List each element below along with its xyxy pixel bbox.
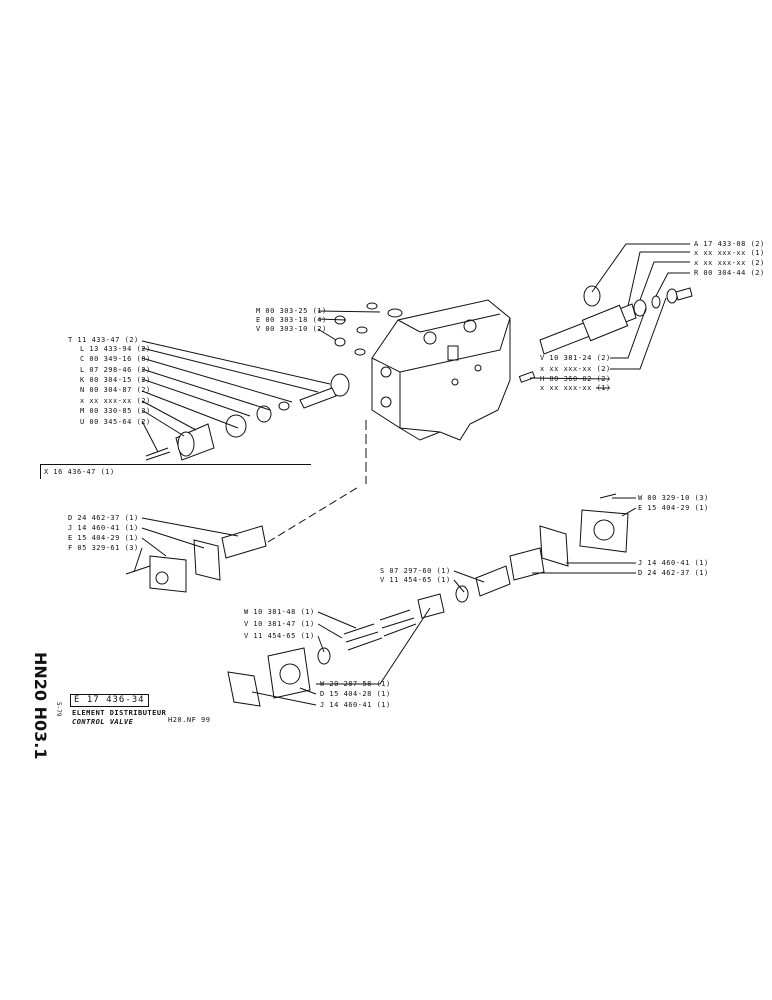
label-left-8: U 00 345-64 (2) bbox=[80, 418, 151, 426]
mid-left-flange bbox=[125, 485, 361, 593]
title-english: CONTROL VALVE bbox=[72, 718, 134, 726]
label-right-mid-0: V 10 381-24 (2) bbox=[540, 354, 611, 362]
label-mid-left-1: J 14 460-41 (1) bbox=[68, 524, 139, 532]
label-top-right-1: x xx xxx-xx (1) bbox=[694, 249, 765, 257]
label-lower-mid-0: W 20 287-58 (1) bbox=[320, 680, 391, 688]
label-mid-right-lower-1: D 24 462-37 (1) bbox=[638, 569, 709, 577]
frame-label: X 16 436-47 (1) bbox=[44, 468, 115, 476]
label-center-1: V 11 454-65 (1) bbox=[380, 576, 451, 584]
label-top-right-2: x xx xxx-xx (2) bbox=[694, 259, 765, 267]
drawing-code: E 17 436-34 bbox=[70, 694, 149, 707]
left-plunger-assembly bbox=[145, 373, 350, 461]
label-left-5: N 00 304-87 (2) bbox=[80, 386, 151, 394]
label-top-mid-1: E 00 303-18 (4) bbox=[256, 316, 327, 324]
label-top-mid-2: V 00 303-10 (2) bbox=[256, 325, 327, 333]
label-mid-right-lower-0: J 14 460-41 (1) bbox=[638, 559, 709, 567]
label-mid-left-2: E 15 404-29 (1) bbox=[68, 534, 139, 542]
side-date-code: 5-79 bbox=[55, 702, 62, 717]
lower-spring-assembly bbox=[227, 593, 445, 707]
label-lower-left-0: W 10 381-48 (1) bbox=[244, 608, 315, 616]
side-code: HN20 H03.1 bbox=[31, 652, 50, 760]
label-lower-mid-1: D 15 404-28 (1) bbox=[320, 690, 391, 698]
title-french: ELEMENT DISTRIBUTEUR bbox=[72, 709, 167, 717]
label-left-6: x xx xxx-xx (2) bbox=[80, 397, 151, 405]
label-right-mid-3: x xx xxx-xx (1) bbox=[540, 384, 611, 392]
leader-lines bbox=[133, 243, 690, 706]
mid-right-parts bbox=[455, 493, 629, 603]
label-left-2: C 00 349-16 (8) bbox=[80, 355, 151, 363]
label-lower-mid-2: J 14 460-41 (1) bbox=[320, 701, 391, 709]
top-seals bbox=[334, 302, 403, 356]
model-reference: H20.NF 99 bbox=[168, 716, 211, 724]
valve-body bbox=[371, 299, 511, 441]
assembly-frame bbox=[40, 464, 311, 479]
label-top-mid-0: M 00 303-25 (1) bbox=[256, 307, 327, 315]
label-lower-left-2: V 11 454-65 (1) bbox=[244, 632, 315, 640]
label-mid-left-3: F 05 329-61 (3) bbox=[68, 544, 139, 552]
label-top-right-0: A 17 433-08 (2) bbox=[694, 240, 765, 248]
label-mid-right-0: W 00 329-10 (3) bbox=[638, 494, 709, 502]
label-left-4: K 00 304-15 (2) bbox=[80, 376, 151, 384]
label-mid-left-0: D 24 462-37 (1) bbox=[68, 514, 139, 522]
label-lower-left-1: V 10 381-47 (1) bbox=[244, 620, 315, 628]
side-code-block: HN20 H03.1 bbox=[28, 652, 54, 759]
label-right-mid-1: x xx xxx-xx (2) bbox=[540, 365, 611, 373]
label-left-3: L 07 298-46 (2) bbox=[80, 366, 151, 374]
label-left-0: T 11 433-47 (2) bbox=[68, 336, 139, 344]
label-left-1: L 13 433-94 (2) bbox=[80, 345, 151, 353]
label-mid-right-1: E 15 404-29 (1) bbox=[638, 504, 709, 512]
label-top-right-3: R 00 304-44 (2) bbox=[694, 269, 765, 277]
spool-assembly bbox=[518, 285, 693, 383]
label-left-7: M 00 330-85 (2) bbox=[80, 407, 151, 415]
label-right-mid-2: H 00 360-02 (2) bbox=[540, 375, 611, 383]
label-center-0: S 07 297-60 (1) bbox=[380, 567, 451, 575]
